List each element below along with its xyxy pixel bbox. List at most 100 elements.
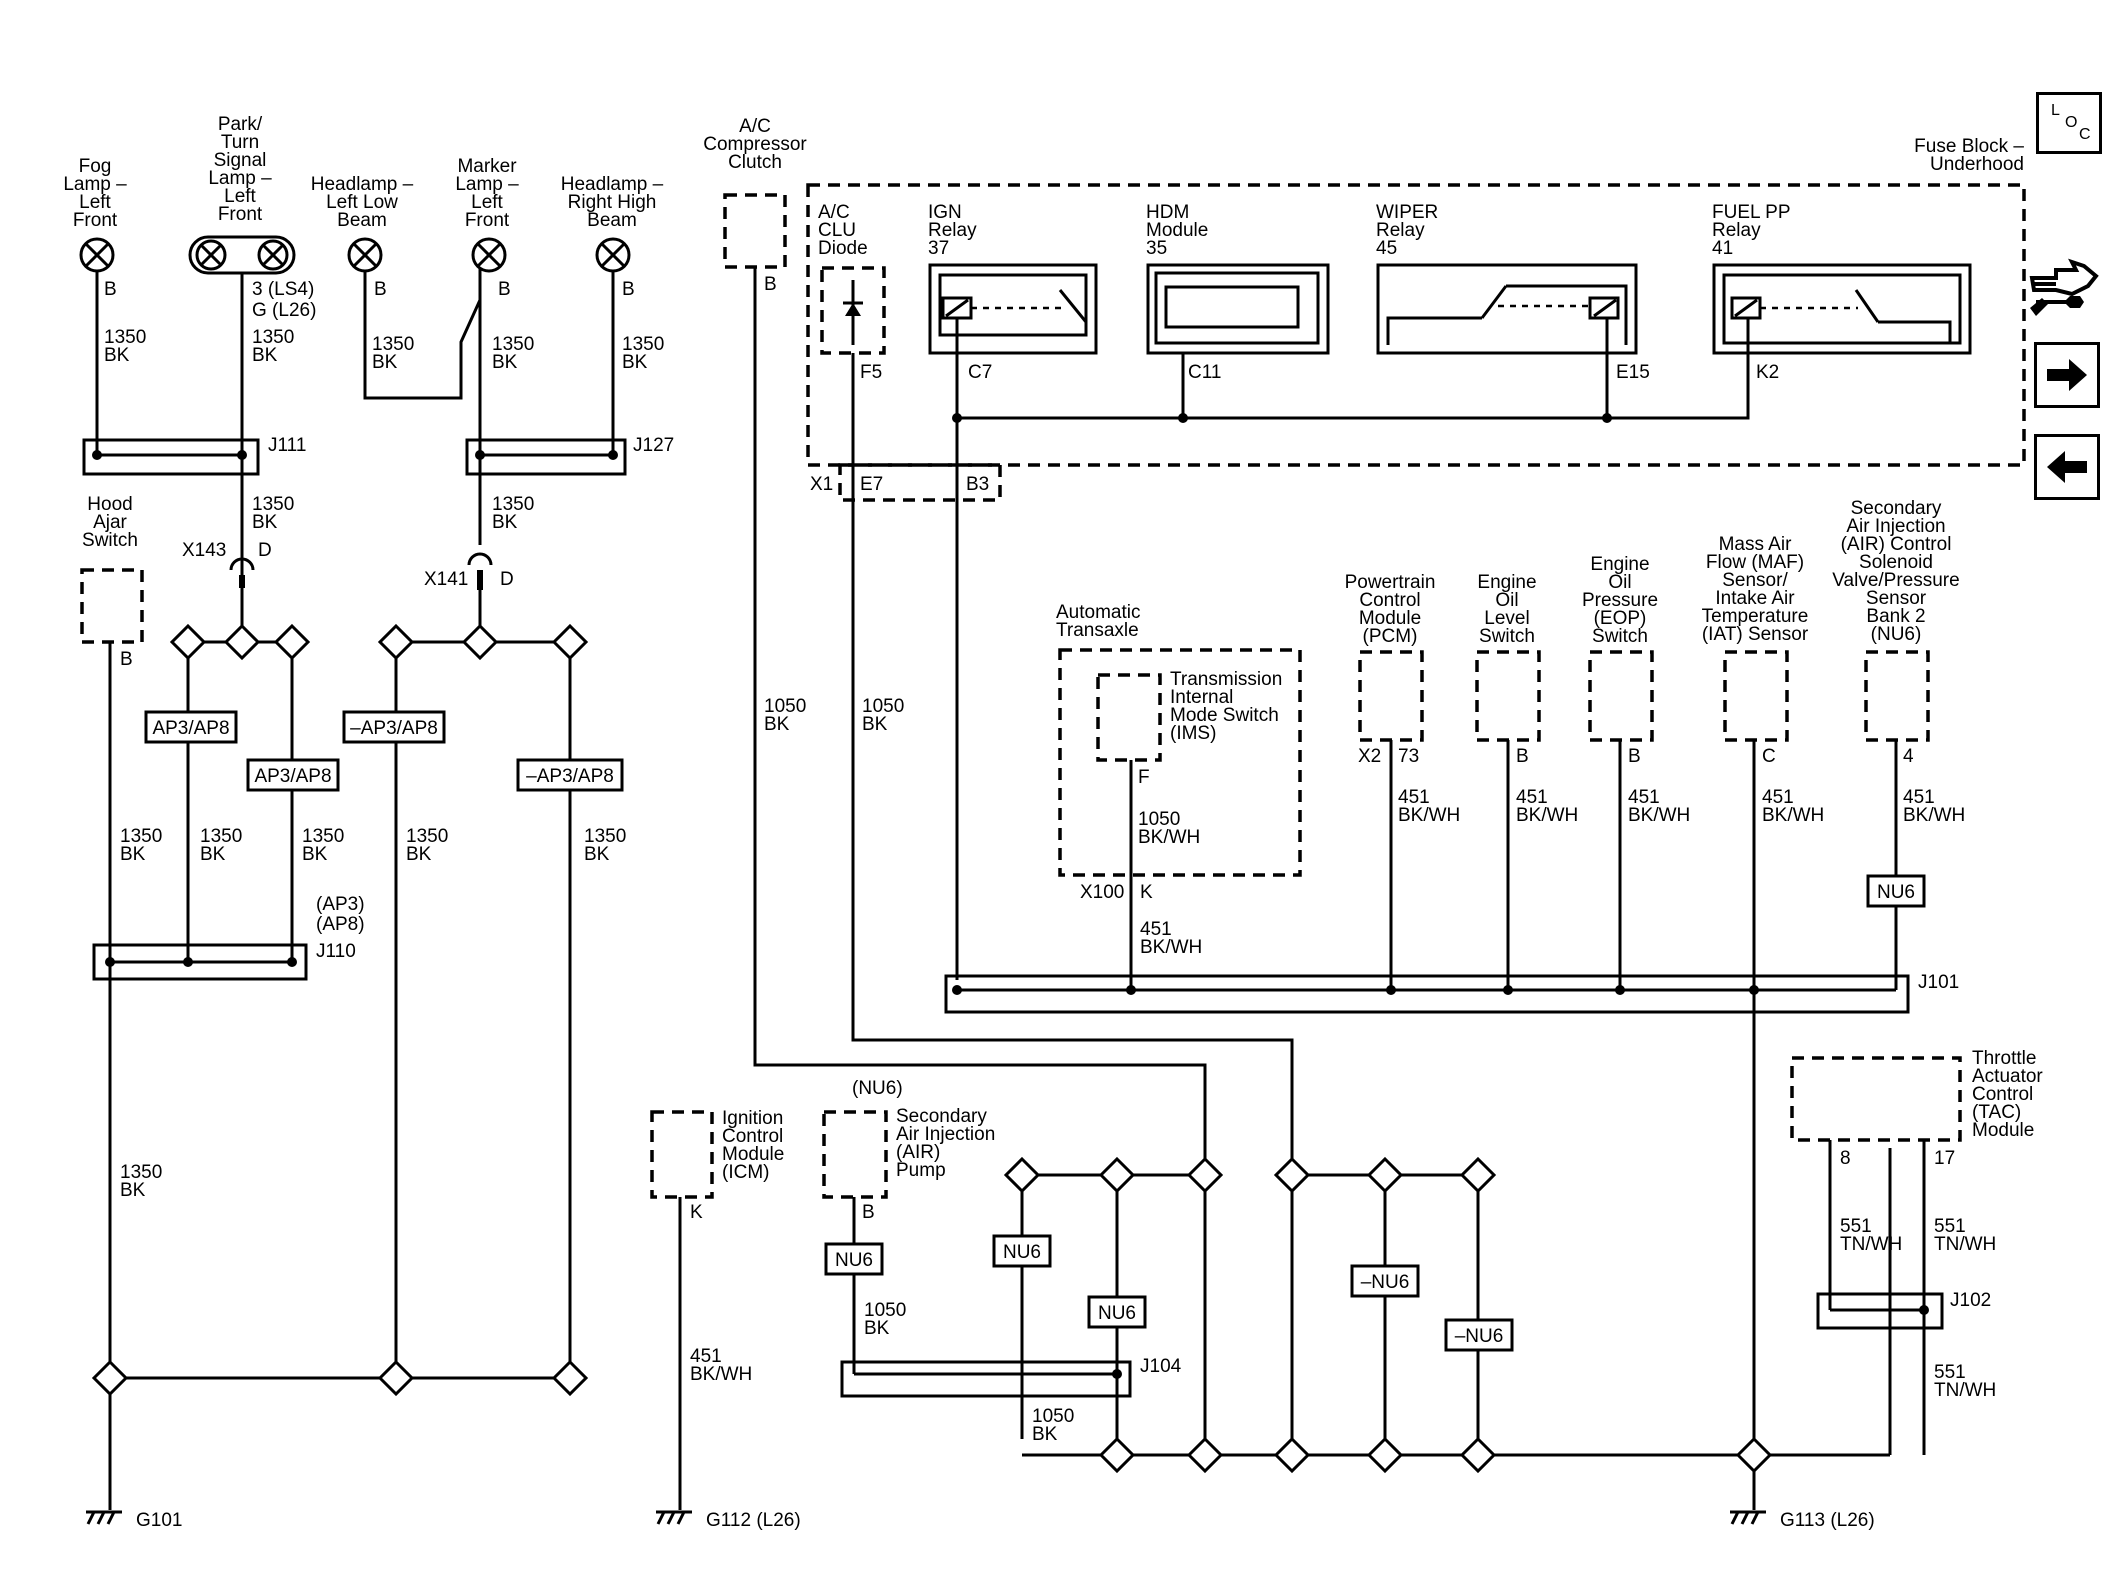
svg-text:(AIR) Control: (AIR) Control — [1841, 534, 1952, 555]
svg-text:1350: 1350 — [372, 334, 414, 355]
svg-text:Switch: Switch — [1592, 626, 1648, 647]
svg-text:D: D — [258, 540, 272, 561]
svg-text:BK/WH: BK/WH — [690, 1364, 752, 1385]
location-view-button[interactable]: L O C — [2036, 92, 2102, 154]
svg-text:Mass Air: Mass Air — [1719, 534, 1793, 555]
svg-text:Oil: Oil — [1495, 590, 1518, 611]
svg-text:(ICM): (ICM) — [722, 1162, 769, 1183]
svg-text:BK: BK — [406, 844, 432, 865]
park-turn-signal-lamp-left-front: Park/ Turn Signal Lamp – Left Front 3 (L… — [188, 114, 316, 321]
svg-text:Headlamp –: Headlamp – — [561, 174, 664, 195]
throttle-actuator-control-module: Throttle Actuator Control (TAC) Module 8… — [1790, 1048, 2043, 1401]
svg-text:AP3/AP8: AP3/AP8 — [254, 766, 331, 787]
svg-text:(AIR): (AIR) — [896, 1142, 940, 1163]
svg-text:B: B — [622, 279, 635, 300]
svg-text:BK: BK — [1032, 1424, 1058, 1445]
relay-switch-icon — [1480, 285, 1508, 319]
splice-pack-j102: J102 — [1816, 1290, 1991, 1330]
svg-text:IGN: IGN — [928, 202, 962, 223]
svg-text:C: C — [2079, 126, 2091, 143]
svg-text:BK: BK — [492, 512, 518, 533]
svg-text:NU6: NU6 — [1098, 1303, 1136, 1324]
svg-text:Lamp –: Lamp – — [455, 174, 519, 195]
svg-text:Transmission: Transmission — [1170, 669, 1282, 690]
svg-text:451: 451 — [690, 1346, 722, 1367]
svg-text:Turn: Turn — [221, 132, 259, 153]
svg-text:Temperature: Temperature — [1702, 606, 1809, 627]
svg-text:(IMS): (IMS) — [1170, 723, 1216, 744]
svg-text:–NU6: –NU6 — [1361, 1272, 1410, 1293]
option-not-nu6-a: –NU6 — [1350, 1264, 1420, 1298]
svg-text:Sensor: Sensor — [1866, 588, 1927, 609]
svg-text:BK/WH: BK/WH — [1762, 805, 1824, 826]
svg-text:BK: BK — [104, 345, 130, 366]
connector-end-view-button[interactable] — [2026, 256, 2106, 328]
connector-x1: X1 E7 B3 — [810, 463, 1002, 502]
svg-text:Right High: Right High — [568, 192, 657, 213]
headlamp-right-high-beam: Headlamp – Right High Beam B — [561, 174, 664, 300]
relay-coil-icon — [1588, 296, 1620, 320]
svg-text:Compressor: Compressor — [703, 134, 807, 155]
svg-text:CLU: CLU — [818, 220, 856, 241]
svg-text:1350: 1350 — [120, 826, 162, 847]
svg-text:WIPER: WIPER — [1376, 202, 1438, 223]
svg-text:Left Low: Left Low — [326, 192, 398, 213]
svg-text:551: 551 — [1840, 1216, 1872, 1237]
hdm-module-35: HDM Module 35 C11 — [1146, 202, 1330, 383]
svg-text:Lamp –: Lamp – — [208, 168, 272, 189]
relay-switch-icon — [1058, 289, 1088, 323]
svg-text:451: 451 — [1762, 787, 1794, 808]
svg-text:Switch: Switch — [82, 530, 138, 551]
air-control-solenoid-valve: Secondary Air Injection (AIR) Control So… — [1832, 498, 1965, 908]
powertrain-control-module: Powertrain Control Module (PCM) X2 73 45… — [1345, 572, 1461, 826]
svg-text:Actuator: Actuator — [1972, 1066, 2043, 1087]
fuel-pp-relay-41: FUEL PP Relay 41 K2 — [1712, 202, 1972, 383]
svg-text:Ajar: Ajar — [93, 512, 127, 533]
svg-text:Air Injection: Air Injection — [896, 1124, 995, 1145]
ignition-control-module: Ignition Control Module (ICM) K 451 BK/W… — [650, 1108, 784, 1385]
svg-text:C: C — [1762, 746, 1776, 767]
svg-text:Pressure: Pressure — [1582, 590, 1658, 611]
svg-text:Front: Front — [465, 210, 510, 231]
wiper-relay-45: WIPER Relay 45 E15 — [1376, 202, 1650, 383]
option-not-ap3-ap8-a: –AP3/AP8 — [342, 710, 446, 744]
svg-text:41: 41 — [1712, 238, 1733, 259]
svg-text:Ignition: Ignition — [722, 1108, 783, 1129]
svg-text:BK/WH: BK/WH — [1398, 805, 1460, 826]
svg-text:(AP3): (AP3) — [316, 894, 365, 915]
svg-text:B: B — [1516, 746, 1529, 767]
svg-text:B: B — [120, 649, 133, 670]
lamp-icon — [471, 237, 507, 273]
previous-page-button[interactable] — [2034, 434, 2100, 500]
svg-text:(NU6): (NU6) — [852, 1078, 903, 1099]
svg-text:73: 73 — [1398, 746, 1419, 767]
next-page-button[interactable] — [2034, 342, 2100, 408]
svg-text:Lamp –: Lamp – — [63, 174, 127, 195]
svg-text:X1: X1 — [810, 474, 833, 495]
svg-text:X2: X2 — [1358, 746, 1381, 767]
splice-diamonds-lower — [1003, 1156, 1773, 1474]
splice-diamonds-left — [169, 623, 589, 661]
svg-text:Clutch: Clutch — [728, 152, 782, 173]
svg-text:Headlamp –: Headlamp – — [311, 174, 414, 195]
svg-text:Relay: Relay — [1376, 220, 1425, 241]
svg-text:Pump: Pump — [896, 1160, 946, 1181]
svg-text:Front: Front — [73, 210, 118, 231]
hood-ajar-switch: Hood Ajar Switch B — [80, 494, 144, 670]
ground-icon — [86, 1510, 122, 1525]
svg-text:Fog: Fog — [79, 156, 112, 177]
svg-text:Mode Switch: Mode Switch — [1170, 705, 1279, 726]
splice-diamonds-bottom-left — [91, 1359, 589, 1397]
svg-text:Signal: Signal — [214, 150, 267, 171]
svg-text:NU6: NU6 — [1877, 882, 1915, 903]
svg-text:Left: Left — [79, 192, 111, 213]
svg-text:Underhood: Underhood — [1930, 154, 2024, 175]
svg-text:B: B — [764, 274, 777, 295]
svg-text:O: O — [2065, 114, 2077, 131]
svg-text:E15: E15 — [1616, 362, 1650, 383]
svg-text:1350: 1350 — [492, 334, 534, 355]
air-injection-pump: (NU6) Secondary Air Injection (AIR) Pump… — [822, 1078, 995, 1339]
svg-text:Hood: Hood — [87, 494, 132, 515]
svg-text:G (L26): G (L26) — [252, 300, 316, 321]
